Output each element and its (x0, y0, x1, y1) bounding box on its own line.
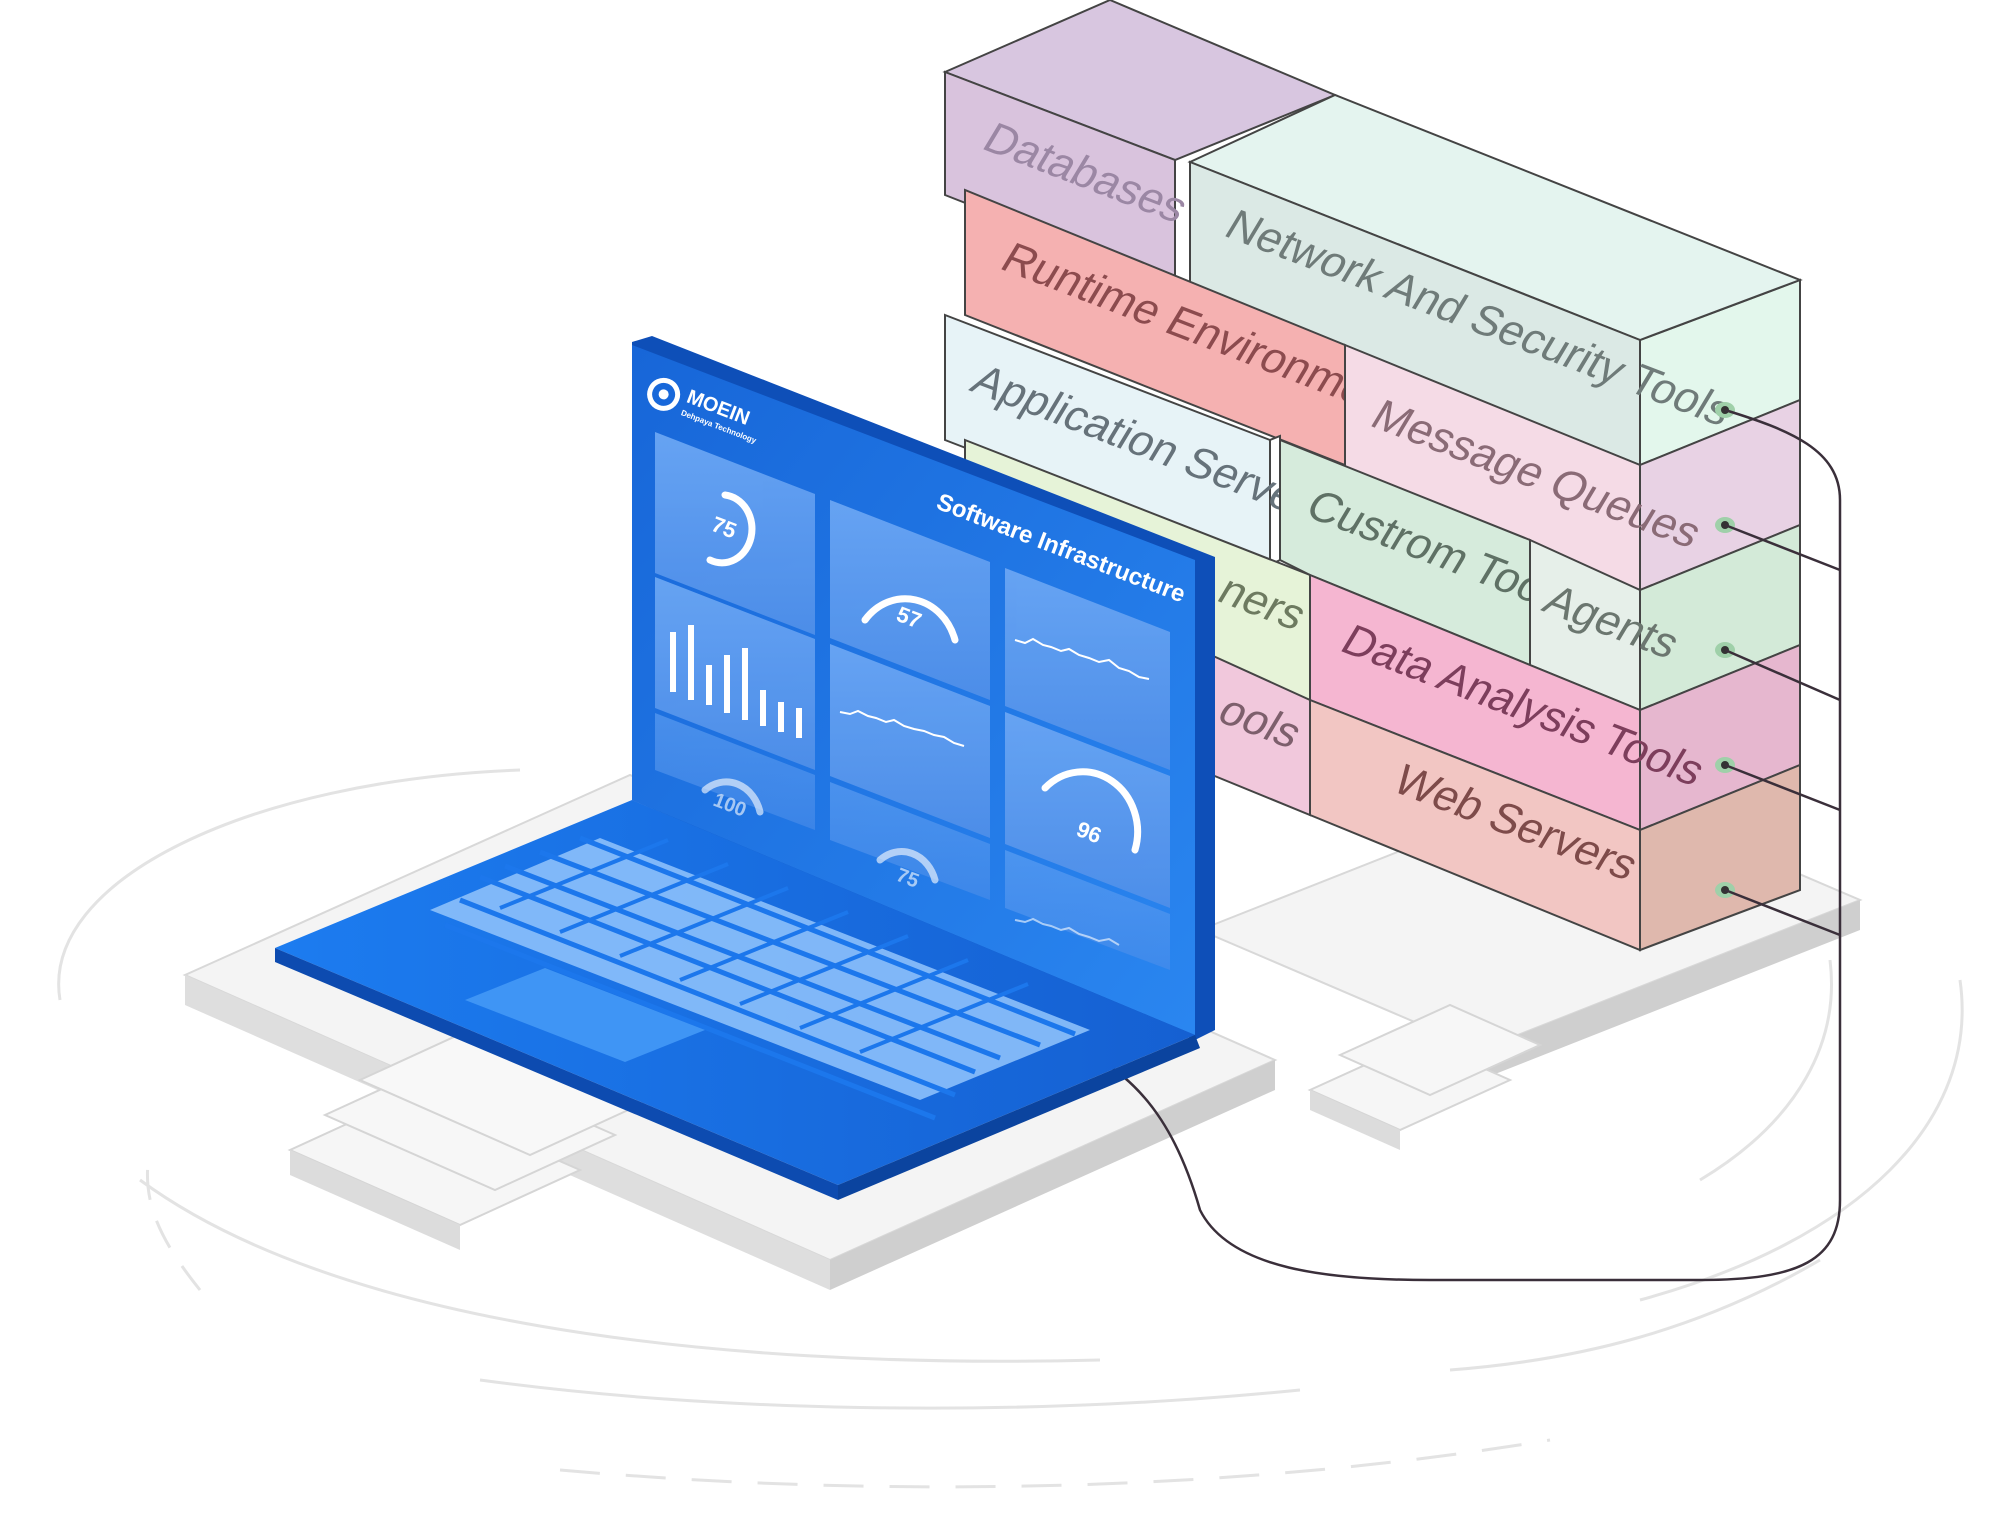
panel-gauge-75 (655, 432, 815, 635)
panel-gauge-96 (1005, 712, 1170, 908)
gauge-arc-75b (876, 848, 939, 884)
laptop: MOEIN Dehpaya Technology Software Infras… (275, 336, 1215, 1200)
gauge-arc-100 (701, 778, 764, 816)
panel-line-mid (830, 644, 990, 838)
panel-gauge-100 (655, 713, 815, 830)
sparklines (839, 637, 1150, 946)
panel-gauge-75b (830, 782, 990, 900)
block-tools-fragment: ools (1199, 648, 1311, 817)
gauge-arc-57 (861, 595, 959, 644)
panel-line-top (1005, 568, 1170, 770)
sparkline-mid (839, 709, 965, 747)
trackpad (465, 968, 705, 1062)
bar-chart-bars (670, 625, 802, 738)
cables (1099, 408, 1842, 1282)
gauges (701, 491, 1142, 884)
keyboard-key-columns (499, 838, 1029, 1054)
sparkline-top (1014, 637, 1150, 680)
gauge-arc-96 (1041, 768, 1142, 854)
floor-swirls (57, 768, 1964, 1489)
panel-line-bottom (1005, 850, 1170, 970)
panel-bar-chart (655, 577, 815, 770)
sparkline-bottom (1014, 917, 1120, 946)
dashboard-panels (655, 432, 1170, 970)
gauge-ring-75 (706, 491, 756, 567)
